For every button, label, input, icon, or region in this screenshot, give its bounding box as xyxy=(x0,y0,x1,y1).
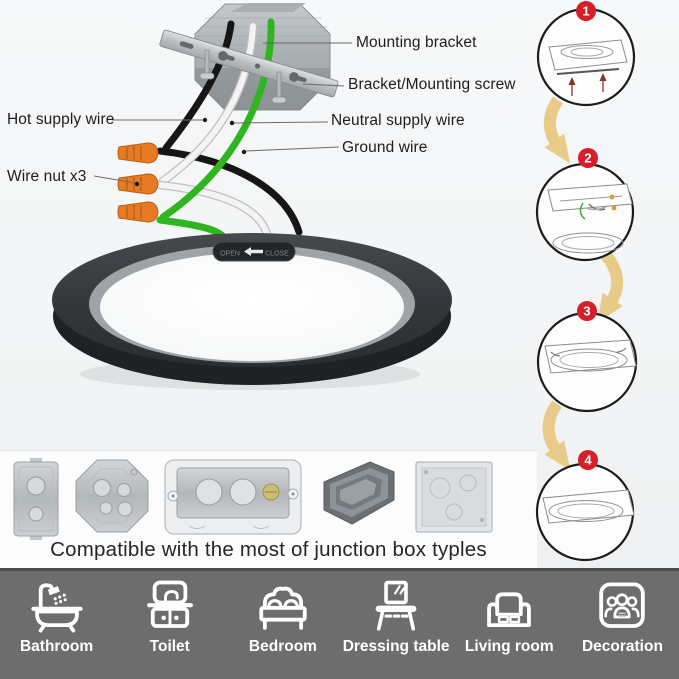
leader-dots xyxy=(134,117,247,187)
step-badge-1 xyxy=(576,1,596,21)
mounting-bracket-illustration xyxy=(159,29,339,104)
label-mounting-bracket: Mounting bracket xyxy=(356,34,477,51)
compatibility-caption: Compatible with the most of junction box… xyxy=(50,538,487,561)
step-badge-2 xyxy=(578,148,598,168)
step-3: 3 xyxy=(536,301,638,413)
dressing-table-icon xyxy=(367,578,425,636)
neutral-wire-fixture-path xyxy=(157,182,271,241)
wire-nut-1 xyxy=(117,142,159,164)
step-2: 2 xyxy=(535,148,635,262)
step-1: 1 xyxy=(536,1,636,107)
junction-box-2-octagonal xyxy=(75,459,149,533)
junction-box-4-open-angled xyxy=(323,461,395,525)
room-label-toilet: Toilet xyxy=(149,638,190,655)
wire-nut-3 xyxy=(117,201,159,223)
light-diffuser-panel xyxy=(100,253,404,361)
step-badge-4 xyxy=(578,450,598,470)
sofa-icon xyxy=(480,578,538,636)
junction-box-1-rectangular xyxy=(13,458,59,540)
junction-box-3-covered xyxy=(164,459,302,535)
label-neutral-supply-wire: Neutral supply wire xyxy=(331,112,465,129)
room-label-dressing-table: Dressing table xyxy=(342,638,450,655)
junction-box-5-square xyxy=(415,461,493,533)
mounting-screw-right xyxy=(271,71,287,104)
room-label-living-room: Living room xyxy=(464,638,554,655)
installation-steps: 1 2 xyxy=(535,1,638,562)
room-label-decoration: Decoration xyxy=(581,638,663,655)
room-cell-bathroom: Bathroom xyxy=(0,571,113,679)
step-number-4: 4 xyxy=(584,453,592,468)
mounting-screw-left xyxy=(199,49,215,80)
room-cell-living-room: Living room xyxy=(453,571,566,679)
room-cell-toilet: Toilet xyxy=(113,571,226,679)
close-marking-text: CLOSE xyxy=(265,251,289,258)
ceiling-light-fixture: OPEN CLOSE xyxy=(52,233,452,390)
washstand-icon xyxy=(141,578,199,636)
room-cell-dressing-table: Dressing table xyxy=(340,571,453,679)
room-cell-bedroom: Bedroom xyxy=(226,571,339,679)
leader-lines xyxy=(93,42,352,184)
label-hot-supply-wire: Hot supply wire xyxy=(7,111,115,128)
room-cell-decoration: Decoration xyxy=(566,571,679,679)
hot-wire-path xyxy=(162,20,235,152)
step-arrow-3-4 xyxy=(542,400,571,471)
open-close-tab: OPEN CLOSE xyxy=(212,241,296,262)
step-4: 4 xyxy=(535,450,635,562)
step-number-1: 1 xyxy=(582,4,589,19)
label-bracket-mounting-screw: Bracket/Mounting screw xyxy=(348,76,516,93)
step-number-2: 2 xyxy=(584,151,591,166)
room-label-bathroom: Bathroom xyxy=(19,638,94,655)
neutral-wire-path xyxy=(160,23,256,184)
wiring-and-steps-illustration: OPEN CLOSE xyxy=(0,1,638,562)
step-badge-3 xyxy=(577,301,597,321)
bathtub-icon xyxy=(28,578,86,636)
room-label-bedroom: Bedroom xyxy=(248,638,317,655)
open-close-arrow-icon xyxy=(244,247,263,256)
room-types-strip: Bathroom Toilet xyxy=(0,568,679,679)
bed-icon xyxy=(254,578,312,636)
step-arrow-2-3 xyxy=(597,250,624,323)
step-number-3: 3 xyxy=(583,304,590,319)
ground-wire-path xyxy=(159,18,275,221)
hot-wire-fixture-path xyxy=(156,147,303,236)
label-wire-nut: Wire nut x3 xyxy=(7,168,87,185)
people-icon xyxy=(593,578,651,636)
step-arrow-1-2 xyxy=(543,96,571,164)
open-marking-text: OPEN xyxy=(220,251,240,258)
label-ground-wire: Ground wire xyxy=(342,139,428,156)
